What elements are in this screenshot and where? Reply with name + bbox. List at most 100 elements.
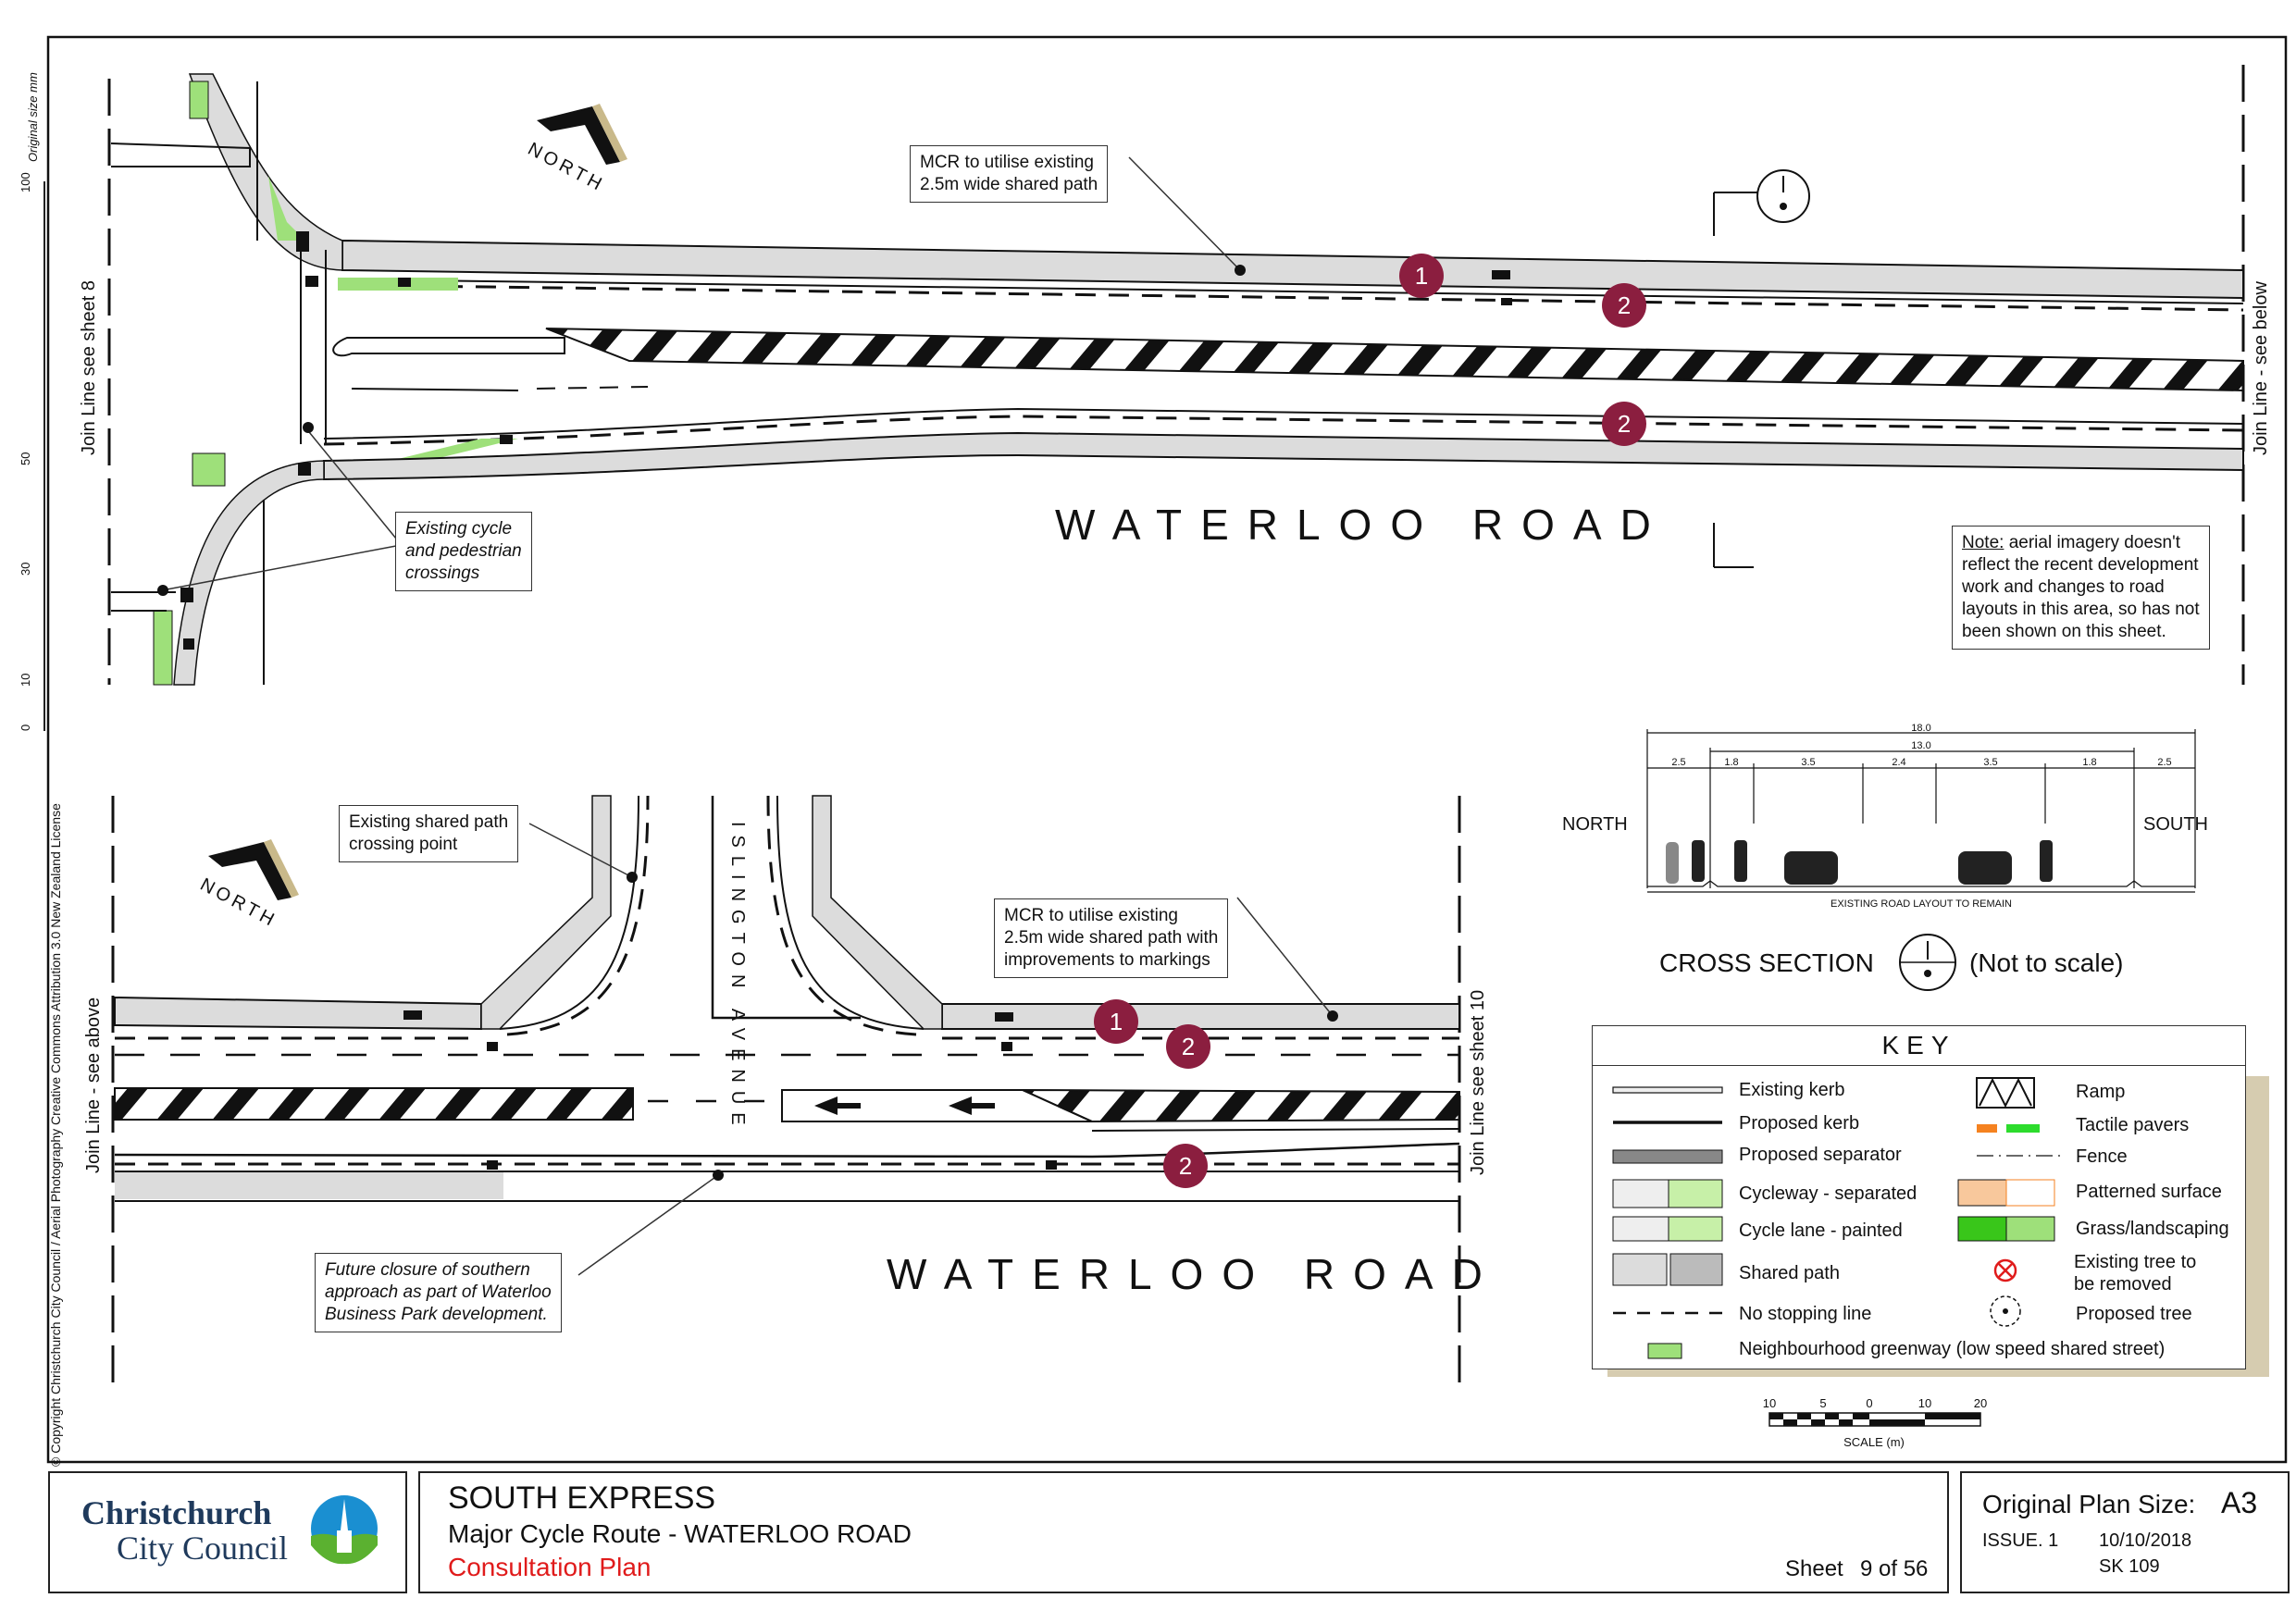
scale-label: SCALE (m) bbox=[1843, 1435, 1905, 1449]
top-markers-layer: 1 2 2 bbox=[1399, 254, 1646, 446]
svg-text:2: 2 bbox=[1182, 1033, 1195, 1060]
xs-north-label: NORTH bbox=[1562, 814, 1628, 835]
svg-text:2: 2 bbox=[1618, 291, 1631, 319]
key-title: KEY bbox=[1593, 1026, 2245, 1066]
xs-title: CROSS SECTION bbox=[1659, 948, 1874, 977]
xs-dim-3: 2.4 bbox=[1892, 757, 1905, 768]
key-tree-removed-1: Existing tree to bbox=[2074, 1252, 2197, 1272]
scale-tick-10b: 10 bbox=[1918, 1396, 1931, 1410]
note-label: Note: bbox=[1962, 533, 2004, 552]
callout-line: 2.5m wide shared path with bbox=[1004, 928, 1219, 948]
project-subtitle: Major Cycle Route - WATERLOO ROAD bbox=[448, 1519, 912, 1548]
key-patterned: Patterned surface bbox=[2076, 1182, 2222, 1202]
bottom-callout-crossing: Existing shared path crossing point bbox=[339, 805, 519, 862]
key-tree-removed-2: be removed bbox=[2074, 1274, 2172, 1295]
bottom-callout-mcr: MCR to utilise existing 2.5m wide shared… bbox=[994, 898, 1229, 978]
council-logo-icon bbox=[311, 1495, 378, 1565]
scale-tick-0: 0 bbox=[1866, 1396, 1872, 1410]
top-callout-mcr: MCR to utilise existing 2.5m wide shared… bbox=[910, 145, 1109, 203]
top-marker-2b: 2 bbox=[1602, 402, 1646, 446]
issue-label: ISSUE. 1 bbox=[1982, 1530, 2059, 1551]
sheet-value: 9 of 56 bbox=[1860, 1556, 1929, 1581]
callout-line: Existing shared path bbox=[349, 812, 509, 832]
xs-dim-2: 3.5 bbox=[1801, 757, 1815, 768]
xs-caption: EXISTING ROAD LAYOUT TO REMAIN bbox=[1831, 898, 2012, 907]
project-block: SOUTH EXPRESS Major Cycle Route - WATERL… bbox=[418, 1471, 1949, 1593]
scale-bar: 10 5 0 10 20 SCALE (m) bbox=[1763, 1396, 1987, 1449]
top-callout-crossings: Existing cycle and pedestrian crossings bbox=[395, 512, 532, 591]
note-line: been shown on this sheet. bbox=[1962, 622, 2166, 641]
logo-line1: Christchurch bbox=[81, 1494, 272, 1531]
svg-text:2: 2 bbox=[1179, 1152, 1192, 1180]
bottom-markers-layer: 1 2 2 bbox=[1094, 999, 1210, 1188]
note-line: reflect the recent development bbox=[1962, 555, 2199, 575]
key-panel: KEY Existing kerb Proposed kerb Propos bbox=[1592, 1025, 2246, 1369]
xs-section-symbol bbox=[1899, 934, 1956, 991]
key-shared-path: Shared path bbox=[1739, 1263, 1840, 1283]
xs-dim-total: 18.0 bbox=[1911, 723, 1930, 734]
side-street-name: ISLINGTON AVENUE bbox=[727, 822, 748, 1134]
callout-line: MCR to utilise existing bbox=[920, 153, 1094, 172]
key-symbols bbox=[1612, 1077, 2065, 1359]
svg-text:1: 1 bbox=[1110, 1008, 1123, 1035]
xs-not-to-scale: (Not to scale) bbox=[1969, 948, 2124, 977]
xs-dim-1: 1.8 bbox=[1724, 757, 1738, 768]
scale-tick-10a: 10 bbox=[1763, 1396, 1776, 1410]
top-marker-1: 1 bbox=[1399, 254, 1444, 298]
callout-line: improvements to markings bbox=[1004, 950, 1210, 970]
callout-line: Future closure of southern bbox=[325, 1260, 530, 1280]
svg-text:1: 1 bbox=[1415, 262, 1428, 290]
key-tactile: Tactile pavers bbox=[2076, 1115, 2190, 1135]
xs-dim-6: 2.5 bbox=[2157, 757, 2171, 768]
top-note: Note: aerial imagery doesn't reflect the… bbox=[1952, 526, 2210, 650]
callout-line: approach as part of Waterloo bbox=[325, 1282, 552, 1302]
bottom-join-right: Join Line see sheet 10 bbox=[1468, 989, 1488, 1175]
callout-line: Existing cycle bbox=[405, 519, 513, 539]
callout-line: Business Park development. bbox=[325, 1305, 548, 1324]
logo-block: Christchurch City Council bbox=[48, 1471, 407, 1593]
key-cycle-lane-painted: Cycle lane - painted bbox=[1739, 1220, 1903, 1241]
top-marker-2a: 2 bbox=[1602, 283, 1646, 328]
key-existing-kerb: Existing kerb bbox=[1739, 1080, 1845, 1100]
xs-south-label: SOUTH bbox=[2143, 814, 2208, 835]
xs-dim-0: 2.5 bbox=[1671, 757, 1685, 768]
callout-line: crossings bbox=[405, 564, 480, 583]
key-grass: Grass/landscaping bbox=[2076, 1219, 2229, 1239]
plan-size-value: A3 bbox=[2221, 1486, 2258, 1519]
top-plan-drawing bbox=[107, 65, 2245, 686]
plan-type: Consultation Plan bbox=[448, 1553, 652, 1581]
plan-size-label: Original Plan Size: bbox=[1982, 1490, 2196, 1518]
bottom-marker-1: 1 bbox=[1094, 999, 1138, 1044]
bottom-plan-drawing bbox=[111, 795, 1461, 1388]
issue-date: 10/10/2018 bbox=[2099, 1530, 2192, 1551]
xs-dim-5: 1.8 bbox=[2082, 757, 2096, 768]
svg-text:2: 2 bbox=[1618, 410, 1631, 438]
key-greenway: Neighbourhood greenway (low speed shared… bbox=[1739, 1339, 2166, 1359]
scale-tick-20: 20 bbox=[1974, 1396, 1987, 1410]
project-title: SOUTH EXPRESS bbox=[448, 1481, 716, 1516]
callout-line: 2.5m wide shared path bbox=[920, 175, 1098, 194]
key-ramp: Ramp bbox=[2076, 1082, 2126, 1102]
note-text: aerial imagery doesn't bbox=[2004, 533, 2180, 552]
cross-section-drawing: 18.0 13.0 2.5 1.8 3.5 2.4 3.5 1.8 2.5 EX… bbox=[1646, 723, 2196, 907]
key-cycleway-separated: Cycleway - separated bbox=[1739, 1183, 1917, 1204]
note-line: layouts in this area, so has not bbox=[1962, 600, 2200, 619]
logo-line2: City Council bbox=[117, 1530, 289, 1567]
note-line: work and changes to road bbox=[1962, 577, 2165, 597]
callout-line: MCR to utilise existing bbox=[1004, 906, 1178, 925]
callout-line: and pedestrian bbox=[405, 541, 522, 561]
bottom-callout-future: Future closure of southern approach as p… bbox=[315, 1253, 562, 1332]
top-road-name: WATERLOO ROAD bbox=[1055, 501, 1669, 549]
sk-number: SK 109 bbox=[2099, 1556, 2160, 1577]
key-no-stopping: No stopping line bbox=[1739, 1304, 1872, 1324]
xs-dim-4: 3.5 bbox=[1983, 757, 1997, 768]
key-proposed-separator: Proposed separator bbox=[1739, 1145, 1902, 1165]
callout-line: crossing point bbox=[349, 835, 458, 854]
scale-tick-5: 5 bbox=[1819, 1396, 1826, 1410]
xs-dim-inner: 13.0 bbox=[1911, 740, 1930, 751]
plan-info-block: Original Plan Size: A3 ISSUE. 1 10/10/20… bbox=[1960, 1471, 2290, 1593]
bottom-marker-2b: 2 bbox=[1163, 1144, 1208, 1188]
key-fence: Fence bbox=[2076, 1146, 2128, 1167]
